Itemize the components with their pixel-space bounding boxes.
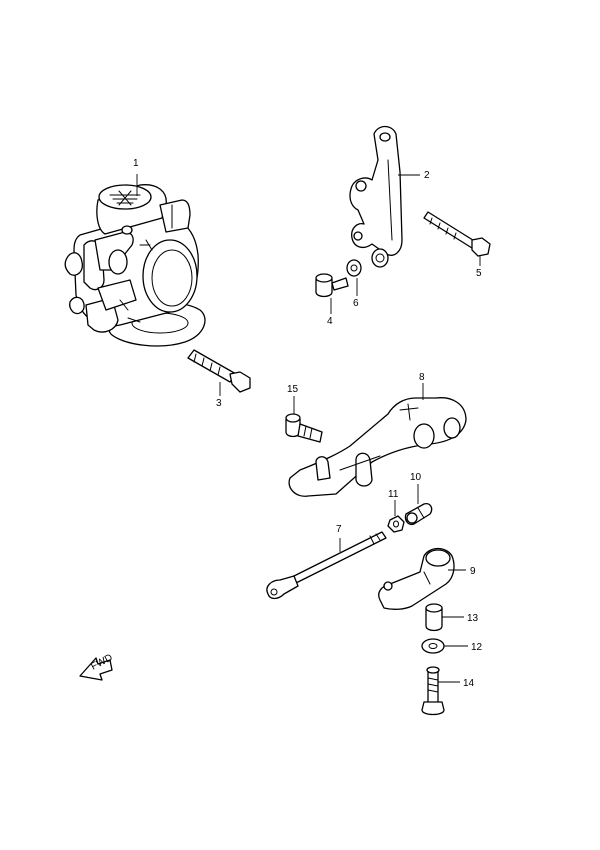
bolt-bracket-part — [423, 211, 491, 257]
callout-4: 4 — [327, 316, 333, 327]
callout-3: 3 — [216, 398, 222, 409]
bracket-part — [349, 125, 403, 268]
callout-8: 8 — [419, 372, 425, 383]
callout-14: 14 — [463, 678, 475, 689]
nut-part — [387, 515, 405, 533]
rod-part — [266, 531, 387, 600]
washer-part — [346, 259, 362, 277]
callout-6: 6 — [353, 298, 359, 309]
fwd-arrow-icon: FWD — [79, 652, 115, 681]
callout-2: 2 — [424, 170, 430, 181]
callout-1: 1 — [133, 158, 139, 169]
callout-labels: 1 2 3 4 5 6 7 8 9 10 11 12 13 14 15 — [133, 158, 483, 689]
callout-9: 9 — [470, 566, 476, 577]
leader-lines — [136, 174, 481, 683]
throttle-body-part — [64, 184, 206, 347]
bolt-long-part — [187, 349, 251, 393]
callout-13: 13 — [467, 613, 479, 624]
spacer-part — [425, 603, 443, 632]
bolt-lever-part — [421, 666, 445, 716]
lever-part — [378, 547, 455, 610]
rod-end-part — [404, 502, 433, 526]
callout-15: 15 — [287, 384, 299, 395]
bolt-arm-part — [285, 413, 323, 443]
bolt-small-part — [315, 273, 349, 298]
callout-10: 10 — [410, 472, 422, 483]
callout-12: 12 — [471, 642, 483, 653]
washer-lever-part — [421, 638, 445, 654]
callout-5: 5 — [476, 268, 482, 279]
arm-part — [288, 397, 467, 497]
callout-11: 11 — [388, 489, 399, 500]
callout-7: 7 — [336, 524, 342, 535]
